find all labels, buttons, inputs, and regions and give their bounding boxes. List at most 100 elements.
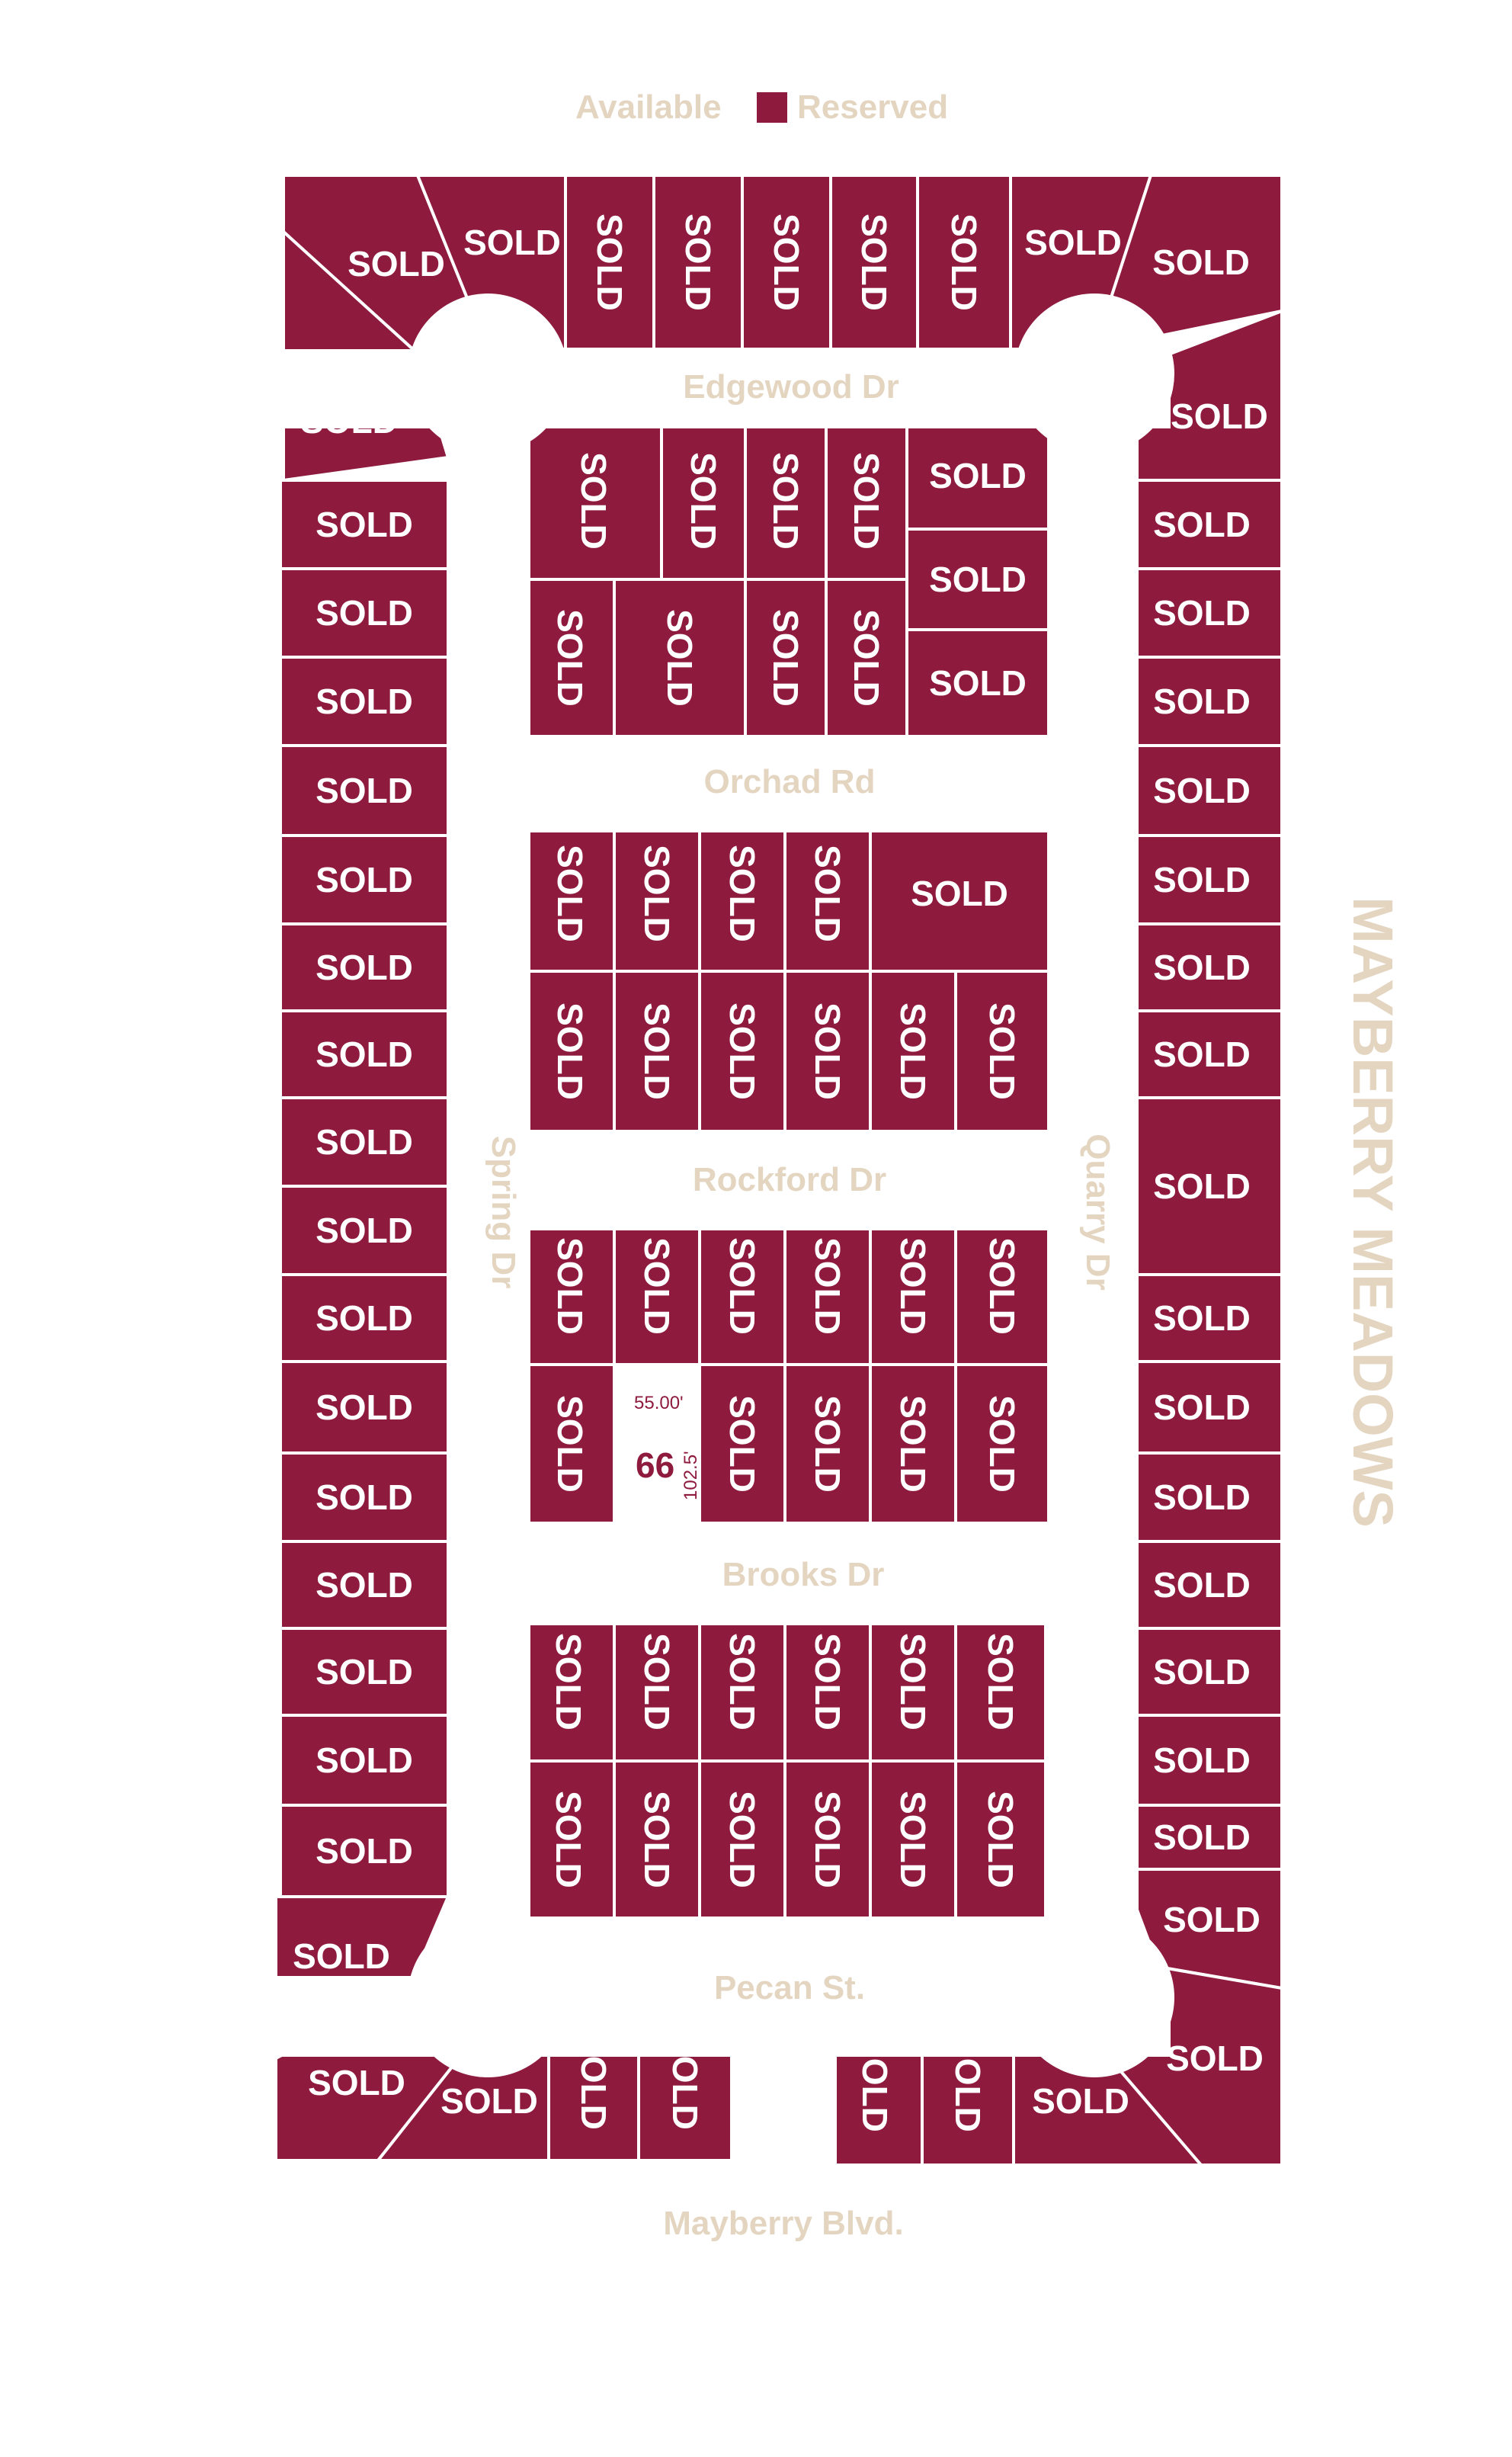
street-label-quarry: Quarry Dr: [1079, 1134, 1116, 1290]
lot-sold[interactable]: [524, 1206, 616, 1366]
lot-status-label: SOLD: [550, 1002, 590, 1100]
lot-sold[interactable]: [279, 1360, 450, 1455]
lot-sold[interactable]: [825, 578, 908, 738]
lot-status-label: SOLD: [316, 771, 413, 810]
lot-sold[interactable]: [1120, 656, 1283, 747]
lot-status-label: SOLD: [944, 213, 984, 311]
lot-sold[interactable]: [279, 656, 450, 747]
lot-status-label: SOLD: [550, 609, 590, 707]
lot-frontage-label: 55.00': [634, 1393, 684, 1413]
lot-sold[interactable]: [916, 174, 1012, 351]
lot-status-label: SOLD: [300, 401, 398, 441]
road-orchad: [457, 749, 1067, 832]
lot-sold[interactable]: [524, 578, 616, 738]
lot-sold[interactable]: [279, 479, 450, 570]
lot-sold[interactable]: [613, 1759, 701, 1920]
available-lot-66[interactable]: 55.00' 66 102.5': [634, 1393, 701, 1500]
lot-sold[interactable]: [744, 578, 828, 738]
lot-sold[interactable]: [660, 421, 747, 581]
legend-available-label: Available: [575, 88, 722, 126]
lot-status-label: SOLD: [549, 1633, 588, 1730]
street-label-edgewood: Edgewood Dr: [683, 368, 899, 406]
lot-status-label: SOLD: [982, 1237, 1022, 1335]
lot-status-label: SOLD: [1153, 682, 1251, 721]
lot-sold[interactable]: [954, 1759, 1047, 1920]
lot-sold[interactable]: [905, 528, 1050, 631]
lot-sold[interactable]: [1120, 834, 1283, 925]
lot-sold[interactable]: [1120, 1540, 1283, 1630]
street-label-pecan: Pecan St.: [714, 1969, 865, 2006]
lot-status-label: SOLD: [893, 1633, 933, 1730]
lot-sold[interactable]: [279, 1009, 450, 1099]
lot-status-label: SOLD: [665, 2032, 705, 2130]
legend-reserved-swatch: [757, 92, 787, 123]
lot-status-label: SOLD: [637, 845, 677, 942]
lot-sold[interactable]: [279, 922, 450, 1012]
lot-sold[interactable]: [1120, 744, 1283, 837]
lot-sold[interactable]: [524, 970, 616, 1133]
lot-status-label: SOLD: [982, 1395, 1022, 1493]
lot-status-label: SOLD: [911, 874, 1008, 913]
lot-sold[interactable]: [1120, 1273, 1283, 1363]
lot-status-label: SOLD: [1153, 1034, 1251, 1074]
lot-sold[interactable]: [1120, 922, 1283, 1012]
lot-status-label: SOLD: [316, 682, 413, 721]
lot-status-label: SOLD: [1153, 505, 1251, 544]
lot-status-label: SOLD: [722, 845, 762, 942]
lot-number-label: 66: [636, 1445, 674, 1485]
lot-status-label: SOLD: [893, 1395, 933, 1493]
lot-status-label: SOLD: [293, 1936, 390, 1976]
street-label-spring: Spring Dr: [485, 1136, 522, 1288]
lot-status-label: SOLD: [574, 2032, 613, 2130]
lot-sold[interactable]: [954, 1363, 1050, 1525]
lot-sold[interactable]: [613, 1601, 701, 1763]
lot-status-label: SOLD: [893, 1791, 933, 1888]
lot-status-label: SOLD: [766, 452, 806, 550]
lot-status-label: SOLD: [808, 1633, 847, 1730]
lot-sold[interactable]: [1120, 1009, 1283, 1099]
lot-sold[interactable]: [783, 1363, 872, 1525]
lot-sold[interactable]: [783, 1759, 872, 1920]
lot-sold[interactable]: [869, 970, 957, 1133]
lot-sold[interactable]: [1120, 1627, 1283, 1717]
lot-sold[interactable]: [954, 970, 1050, 1133]
street-label-rockford: Rockford Dr: [693, 1161, 886, 1198]
lot-sold[interactable]: [613, 814, 701, 973]
lot-sold[interactable]: [783, 814, 872, 973]
lot-status-label: SOLD: [316, 948, 413, 987]
lot-status-label: SOLD: [1171, 396, 1268, 436]
lot-sold[interactable]: [613, 970, 701, 1133]
lot-status-label: SOLD: [678, 213, 718, 311]
lot-sold[interactable]: [825, 421, 908, 581]
road-brooks: [457, 1543, 1067, 1625]
lot-sold[interactable]: [279, 567, 450, 659]
lot-sold[interactable]: [698, 1363, 786, 1525]
lot-sold[interactable]: [613, 578, 747, 738]
lot-status-label: SOLD: [854, 213, 894, 311]
lot-status-label: SOLD: [981, 1791, 1020, 1888]
lot-status-label: SOLD: [316, 1477, 413, 1517]
culdesac-ne: [1014, 293, 1174, 454]
lot-status-label: SOLD: [637, 1791, 677, 1888]
lot-status-label: SOLD: [855, 2035, 895, 2132]
lot-status-label: SOLD: [463, 223, 561, 262]
lot-sold[interactable]: [783, 970, 872, 1133]
lot-sold[interactable]: [869, 814, 1050, 973]
lot-sold[interactable]: [905, 628, 1050, 738]
culdesac-nw: [408, 293, 568, 454]
lot-status-label: SOLD: [929, 456, 1027, 496]
lot-sold[interactable]: [279, 834, 450, 925]
lot-sold[interactable]: [698, 814, 786, 973]
lot-sold[interactable]: [279, 1804, 450, 1898]
lot-sold[interactable]: [279, 1273, 450, 1363]
lot-status-label: SOLD: [1153, 1817, 1251, 1857]
lot-sold[interactable]: [698, 970, 786, 1133]
lot-status-label: SOLD: [929, 663, 1027, 703]
lot-status-label: SOLD: [637, 1633, 677, 1730]
lot-sold[interactable]: [905, 421, 1050, 531]
lot-status-label: SOLD: [1153, 1740, 1251, 1780]
lot-sold[interactable]: [1120, 1804, 1283, 1871]
lot-sold[interactable]: [869, 1759, 957, 1920]
lot-sold[interactable]: [954, 1601, 1047, 1763]
lot-sold[interactable]: [279, 744, 450, 837]
